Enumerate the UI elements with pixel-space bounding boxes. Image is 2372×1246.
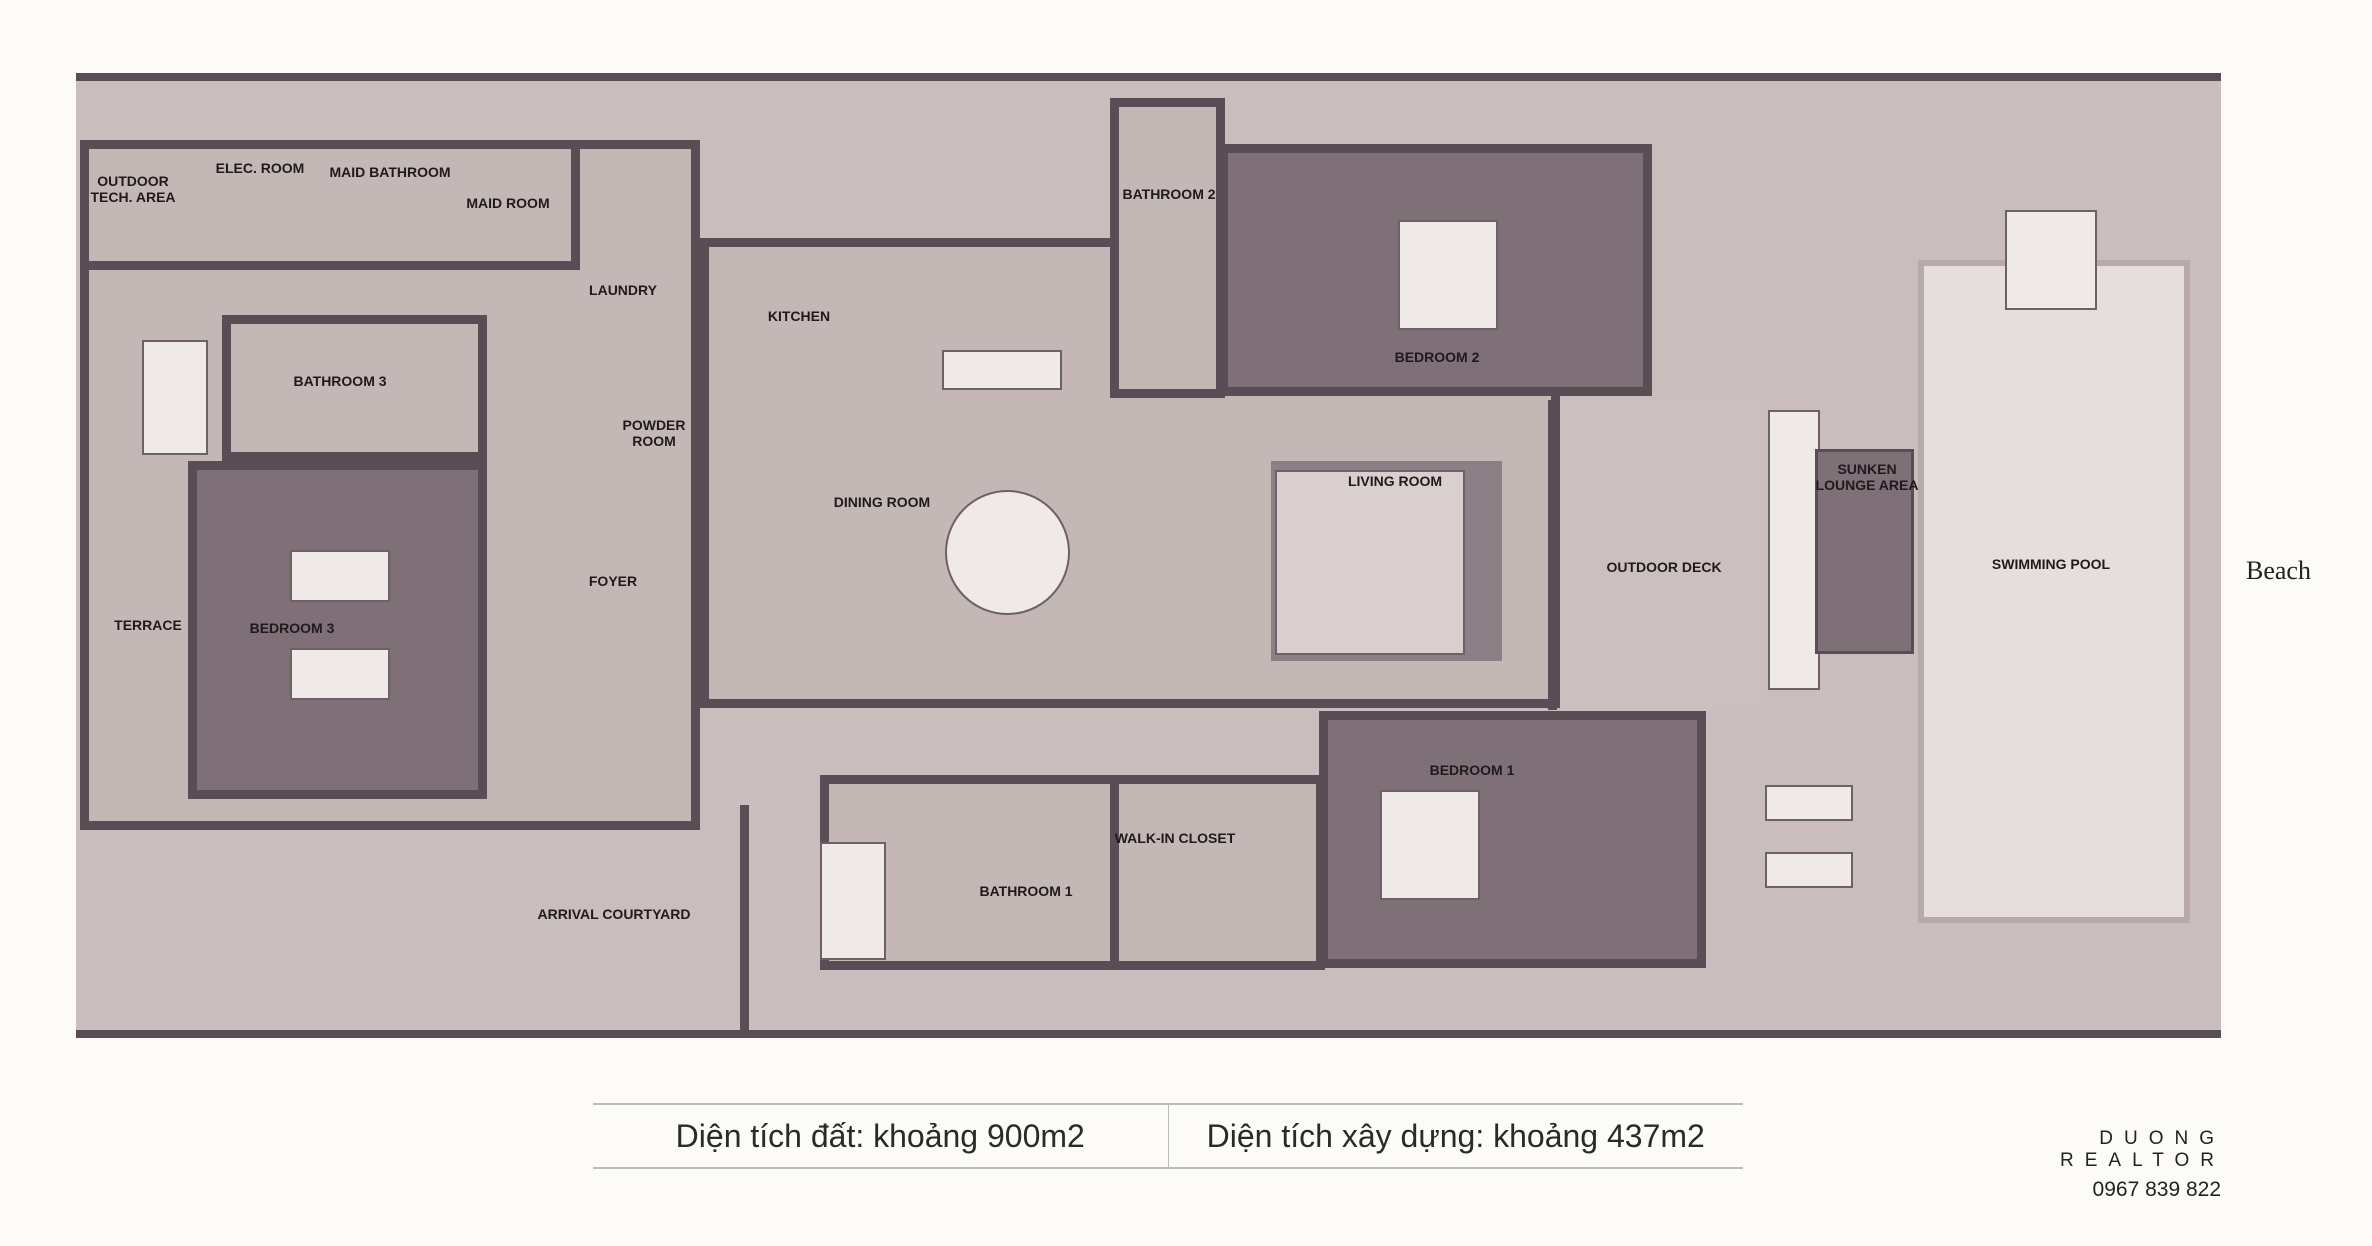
area-info-table: Diện tích đất: khoảng 900m2 Diện tích xâ… — [593, 1103, 1743, 1169]
swimming-pool — [1918, 260, 2190, 923]
bedroom-1-area — [1319, 711, 1706, 968]
living-sofa — [1275, 470, 1465, 655]
room-label-bathroom-2: BATHROOM 2 — [1122, 186, 1216, 202]
brand-name: DUONG REALTOR — [2060, 1128, 2225, 1171]
brand-phone: 0967 839 822 — [2092, 1178, 2221, 1201]
courtyard-wall — [740, 805, 749, 1030]
beach-label: Beach — [2246, 556, 2311, 585]
dining-table — [945, 490, 1070, 615]
room-label-kitchen: KITCHEN — [767, 308, 831, 324]
walk-in-closet-area — [1110, 775, 1325, 970]
room-label-sunken-lounge-area: SUNKEN LOUNGE AREA — [1815, 461, 1919, 493]
room-label-bathroom-1: BATHROOM 1 — [979, 883, 1073, 899]
pool-daybed — [2005, 210, 2097, 310]
land-area: Diện tích đất: khoảng 900m2 — [675, 1117, 1085, 1154]
bed-1 — [1380, 790, 1480, 900]
room-label-maid-room: MAID ROOM — [466, 195, 550, 211]
outdoor-deck-floor — [1560, 400, 1760, 710]
bed-3b — [290, 648, 390, 700]
bedroom-3-area — [188, 461, 487, 799]
deck-wall — [1548, 400, 1557, 710]
kitchen-island — [942, 350, 1062, 390]
service-area — [80, 140, 580, 270]
room-label-bedroom-2: BEDROOM 2 — [1394, 349, 1480, 365]
room-label-living-room: LIVING ROOM — [1347, 473, 1443, 489]
bed-3a — [290, 550, 390, 602]
bath-tub-1 — [820, 842, 886, 960]
bath-tub-3 — [142, 340, 208, 455]
bathroom-2-area — [1110, 98, 1225, 398]
room-label-elec-room: ELEC. ROOM — [215, 160, 305, 176]
room-label-terrace: TERRACE — [114, 617, 182, 633]
room-label-powder-room: POWDER ROOM — [622, 417, 686, 449]
bathroom-3-area — [222, 315, 487, 461]
room-label-maid-bathroom: MAID BATHROOM — [329, 164, 451, 180]
room-label-dining-room: DINING ROOM — [833, 494, 931, 510]
room-label-foyer: FOYER — [588, 573, 638, 589]
room-label-walk-in-closet: WALK-IN CLOSET — [1114, 830, 1236, 846]
sun-lounger-2 — [1765, 852, 1853, 888]
built-area: Diện tích xây dựng: khoảng 437m2 — [1167, 1105, 1744, 1167]
room-label-bedroom-3: BEDROOM 3 — [249, 620, 335, 636]
room-label-outdoor-tech-area: OUTDOOR TECH. AREA — [90, 173, 176, 205]
bed-2 — [1398, 220, 1498, 330]
room-label-laundry: LAUNDRY — [589, 282, 657, 298]
sunken-lounge-area — [1815, 449, 1914, 654]
lounge-platform — [1768, 410, 1820, 690]
room-label-arrival-courtyard: ARRIVAL COURTYARD — [537, 906, 691, 922]
room-label-swimming-pool: SWIMMING POOL — [1991, 556, 2111, 572]
room-label-outdoor-deck: OUTDOOR DECK — [1606, 559, 1722, 575]
sun-lounger-1 — [1765, 785, 1853, 821]
room-label-bedroom-1: BEDROOM 1 — [1429, 762, 1515, 778]
room-label-bathroom-3: BATHROOM 3 — [293, 373, 387, 389]
